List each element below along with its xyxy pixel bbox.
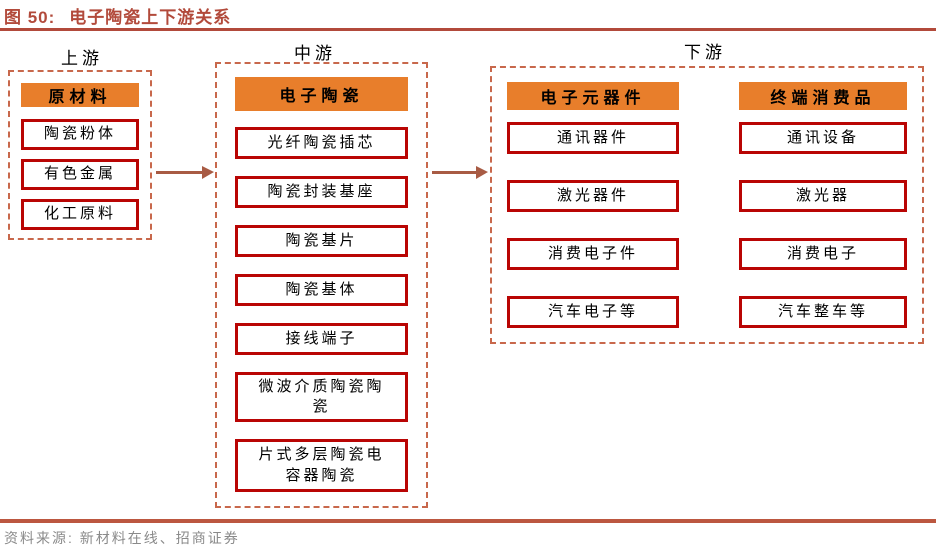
upstream-item: 化工原料 <box>21 199 139 230</box>
downstream-components-header: 电子元器件 <box>507 82 679 110</box>
downstream-item: 通讯器件 <box>507 122 679 154</box>
arrow-upstream-to-midstream <box>156 166 214 179</box>
midstream-item: 陶瓷封装基座 <box>235 176 408 208</box>
stage-label-midstream: 中游 <box>294 44 336 63</box>
stage-label-upstream: 上游 <box>61 49 103 68</box>
figure-title: 图 50: 电子陶瓷上下游关系 <box>4 3 231 28</box>
midstream-item: 微波介质陶瓷陶 瓷 <box>235 372 408 422</box>
downstream-components-items: 通讯器件 激光器件 消费电子件 汽车电子等 <box>507 122 679 328</box>
midstream-item: 陶瓷基体 <box>235 274 408 306</box>
midstream-items: 光纤陶瓷插芯 陶瓷封装基座 陶瓷基片 陶瓷基体 接线端子 微波介质陶瓷陶 瓷 片… <box>235 127 408 492</box>
title-divider <box>0 28 936 31</box>
midstream-header: 电子陶瓷 <box>235 77 408 111</box>
figure-title-text: 电子陶瓷上下游关系 <box>69 8 232 27</box>
footer-divider <box>0 519 936 523</box>
midstream-item: 陶瓷基片 <box>235 225 408 257</box>
downstream-item: 汽车整车等 <box>739 296 907 328</box>
midstream-item: 接线端子 <box>235 323 408 355</box>
figure-number: 图 50: <box>4 8 56 27</box>
downstream-item: 通讯设备 <box>739 122 907 154</box>
upstream-items: 陶瓷粉体 有色金属 化工原料 <box>21 119 139 230</box>
upstream-item: 陶瓷粉体 <box>21 119 139 150</box>
midstream-group: 电子陶瓷 光纤陶瓷插芯 陶瓷封装基座 陶瓷基片 陶瓷基体 接线端子 微波介质陶瓷… <box>215 62 428 508</box>
downstream-column-components: 电子元器件 通讯器件 激光器件 消费电子件 汽车电子等 <box>507 82 679 328</box>
downstream-item: 消费电子 <box>739 238 907 270</box>
source-citation: 资料来源: 新材料在线、招商证券 <box>4 530 240 546</box>
midstream-item: 光纤陶瓷插芯 <box>235 127 408 159</box>
downstream-item: 激光器 <box>739 180 907 212</box>
upstream-header: 原材料 <box>21 83 139 107</box>
downstream-consumer-header: 终端消费品 <box>739 82 907 110</box>
downstream-consumer-items: 通讯设备 激光器 消费电子 汽车整车等 <box>739 122 907 328</box>
midstream-item: 片式多层陶瓷电 容器陶瓷 <box>235 439 408 492</box>
downstream-item: 消费电子件 <box>507 238 679 270</box>
downstream-group: 电子元器件 通讯器件 激光器件 消费电子件 汽车电子等 终端消费品 通讯设备 激… <box>490 66 924 344</box>
upstream-group: 原材料 陶瓷粉体 有色金属 化工原料 <box>8 70 152 240</box>
upstream-item: 有色金属 <box>21 159 139 190</box>
downstream-item: 汽车电子等 <box>507 296 679 328</box>
downstream-column-consumer: 终端消费品 通讯设备 激光器 消费电子 汽车整车等 <box>739 82 907 328</box>
downstream-item: 激光器件 <box>507 180 679 212</box>
stage-label-downstream: 下游 <box>684 43 726 62</box>
arrow-midstream-to-downstream <box>432 166 488 179</box>
